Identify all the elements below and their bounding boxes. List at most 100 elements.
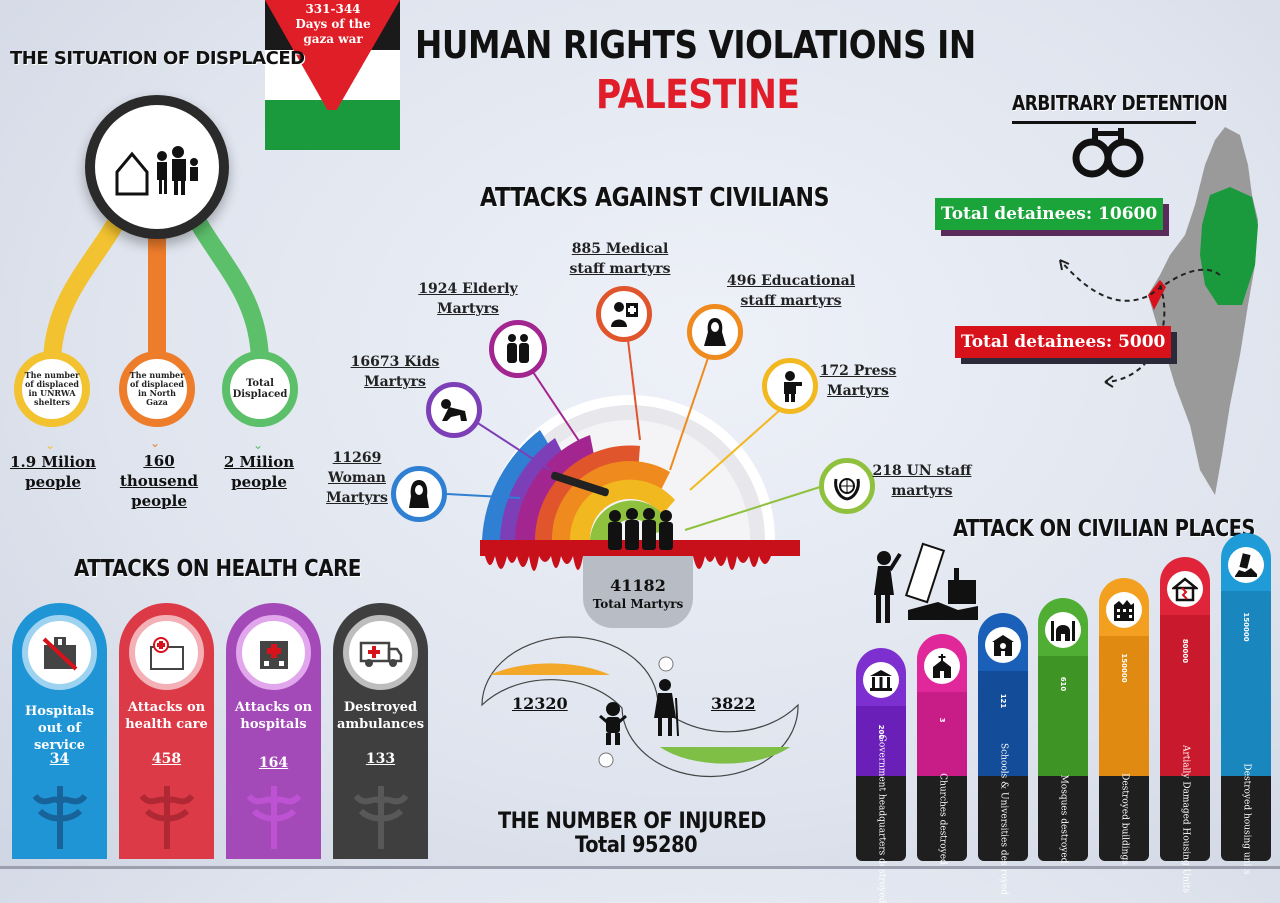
- total-martyrs-label: Total Martyrs: [592, 597, 684, 611]
- palestine-flag: [265, 0, 400, 150]
- attacks-hospitals-card: Attacks on hospitals 164: [226, 603, 321, 859]
- injured-infinity: [481, 636, 799, 778]
- displaced-value-north: 160 thousend people: [104, 451, 214, 511]
- bar-churches-value: 3: [938, 717, 946, 723]
- medical-staff-icon: [611, 302, 638, 327]
- displaced-value-total-2: people: [231, 473, 287, 491]
- bar-destroyed-housing-label: Destroyed housing units: [1241, 762, 1252, 875]
- bar-mosques-label: Mosques destroyed: [1058, 774, 1069, 863]
- bar-mosques-icon-wrap: [1045, 612, 1081, 648]
- displaced-circle-unrwa: The number of displaced in UNRWA shelter…: [14, 351, 90, 427]
- hospitals-out-icon-wrap: [22, 615, 97, 690]
- clinic-icon: [149, 636, 184, 670]
- un-icon: [834, 478, 860, 501]
- destroyed-ambulances-value: 133: [365, 751, 396, 767]
- bar-buildings-value: 150000: [1120, 653, 1128, 683]
- displaced-value-unrwa-1: 1.9 Milion: [10, 453, 96, 471]
- displaced-value-unrwa: 1.9 Milion people: [0, 452, 108, 492]
- kids-martyrs-count: 16673 Kids: [350, 354, 440, 370]
- kids-martyrs-l2: Martyrs: [364, 374, 426, 390]
- displaced-value-total-1: 2 Milion: [223, 453, 295, 471]
- bar-damaged-housing-label-box: Artially Damaged Housing Units: [1160, 744, 1210, 893]
- medical-martyrs-label: 885 Medical staff martyrs: [560, 239, 680, 279]
- hospitals-out-label: Hospitals out of service: [25, 704, 94, 753]
- displaced-title: THE SITUATION OF DISPLACED: [10, 48, 305, 69]
- bar-buildings-label: Destroyed buildings: [1119, 772, 1130, 865]
- displaced-value-north-1: 160 thousend: [119, 452, 199, 490]
- medical-martyrs-count: 885 Medical: [571, 241, 669, 257]
- bar-damaged-housing-body: [1160, 615, 1210, 776]
- flag-text: 331-344 Days of the gaza war: [295, 2, 371, 46]
- bar-churches-label: Churches destroyed: [937, 772, 948, 865]
- un-martyrs-circle: [819, 458, 875, 514]
- bar-mosques-label-box: Mosques destroyed: [1038, 774, 1088, 863]
- bar-government-icon-wrap: [863, 662, 899, 698]
- bar-destroyed-housing: 150000 Destroyed housing units: [1221, 533, 1271, 874]
- press-martyrs-label: 172 Press Martyrs: [818, 361, 898, 401]
- bottom-rule: [0, 866, 1280, 869]
- bar-schools-icon-wrap: [985, 627, 1021, 663]
- injured-title: THE NUMBER OF INJURED: [498, 809, 766, 834]
- caduceus-icon: [246, 786, 302, 849]
- chevron-down-icon: ⌄: [253, 438, 264, 452]
- destroyed-ambulances-icon-wrap: [343, 615, 418, 690]
- displaced-value-unrwa-2: people: [25, 473, 81, 491]
- woman-icon: [409, 480, 429, 508]
- bar-mosques-body: [1038, 656, 1088, 776]
- educational-martyrs-count: 496 Educational: [726, 273, 856, 289]
- destroyed-ambulances-card: Destroyed ambulances 133: [333, 603, 428, 859]
- bar-churches: 3 Churches destroyed: [917, 634, 967, 864]
- bar-destroyed-housing-body: [1221, 591, 1271, 776]
- detention-title: ARBITRARY DETENTION: [1012, 91, 1228, 115]
- church-icon: [933, 654, 951, 678]
- press-martyrs-l2: Martyrs: [827, 383, 889, 399]
- bar-government-label: Government headquarters destroyed: [876, 734, 887, 903]
- attacks-hospitals-icon-wrap: [236, 615, 311, 690]
- attacks-hospitals-label: Attacks on hospitals: [234, 700, 313, 732]
- bar-destroyed-housing-value: 150000: [1242, 612, 1250, 642]
- hospital-closed-icon: [42, 636, 77, 670]
- bar-churches-body: [917, 692, 967, 776]
- woman-martyrs-l3: Martyrs: [326, 490, 388, 506]
- un-martyrs-count: 218 UN staff: [872, 463, 972, 479]
- press-martyrs-count: 172 Press: [819, 363, 897, 379]
- bar-buildings: 150000 Destroyed buildings: [1099, 578, 1149, 864]
- displaced-label-unrwa: The number of displaced in UNRWA shelter…: [24, 370, 80, 407]
- bar-destroyed-housing-label-box: Destroyed housing units: [1221, 763, 1271, 874]
- chevron-down-icon: ⌄: [150, 436, 161, 450]
- bar-government-label-box: Government headquarters destroyed: [856, 734, 906, 903]
- educational-martyrs-circle: [687, 304, 743, 360]
- woman-martyrs-l2: Woman: [328, 470, 386, 486]
- bar-damaged-housing-icon-wrap: [1167, 571, 1203, 607]
- displaced-circle-north: The number of displaced in North Gaza: [119, 351, 195, 427]
- school-icon: [992, 635, 1014, 656]
- un-martyrs-l2: martyrs: [891, 483, 953, 499]
- handcuffs-icon: [1072, 128, 1144, 178]
- kids-martyrs-circle: [426, 382, 482, 438]
- caduceus-icon: [32, 786, 88, 849]
- press-icon: [784, 371, 802, 402]
- places-title: ATTACK ON CIVILIAN PLACES: [953, 516, 1255, 542]
- displaced-main-circle: [85, 95, 229, 239]
- detention-underline: [1012, 121, 1196, 124]
- bar-schools-label: Schools & Universities destroyed: [998, 742, 1009, 895]
- detainees-box-1: Total detainees: 10600: [935, 198, 1164, 230]
- hospitals-out-card: Hospitals out of service 34: [12, 603, 107, 859]
- medical-martyrs-l2: staff martyrs: [569, 261, 671, 277]
- destroyed-house-icon: [1235, 553, 1257, 577]
- injured-left-value: 12320: [512, 694, 568, 713]
- page-title-line1: HUMAN RIGHTS VIOLATIONS IN: [415, 23, 976, 67]
- bar-mosques-value: 610: [1059, 676, 1067, 692]
- kids-martyrs-label: 16673 Kids Martyrs: [350, 352, 440, 392]
- displaced-label-north: The number of displaced in North Gaza: [129, 370, 185, 407]
- hospitals-out-value: 34: [49, 751, 70, 767]
- displaced-family-icon: [115, 146, 198, 196]
- teacher-icon: [704, 318, 726, 346]
- injured-total: Total 95280: [575, 833, 698, 858]
- damaged-house-icon: [1172, 577, 1198, 602]
- detainees-box-2-text: Total detainees: 5000: [961, 332, 1166, 352]
- bar-churches-label-box: Churches destroyed: [917, 773, 967, 864]
- government-icon: [870, 670, 892, 691]
- displaced-value-north-2: people: [131, 492, 187, 510]
- explosion-building-icon: [874, 542, 978, 623]
